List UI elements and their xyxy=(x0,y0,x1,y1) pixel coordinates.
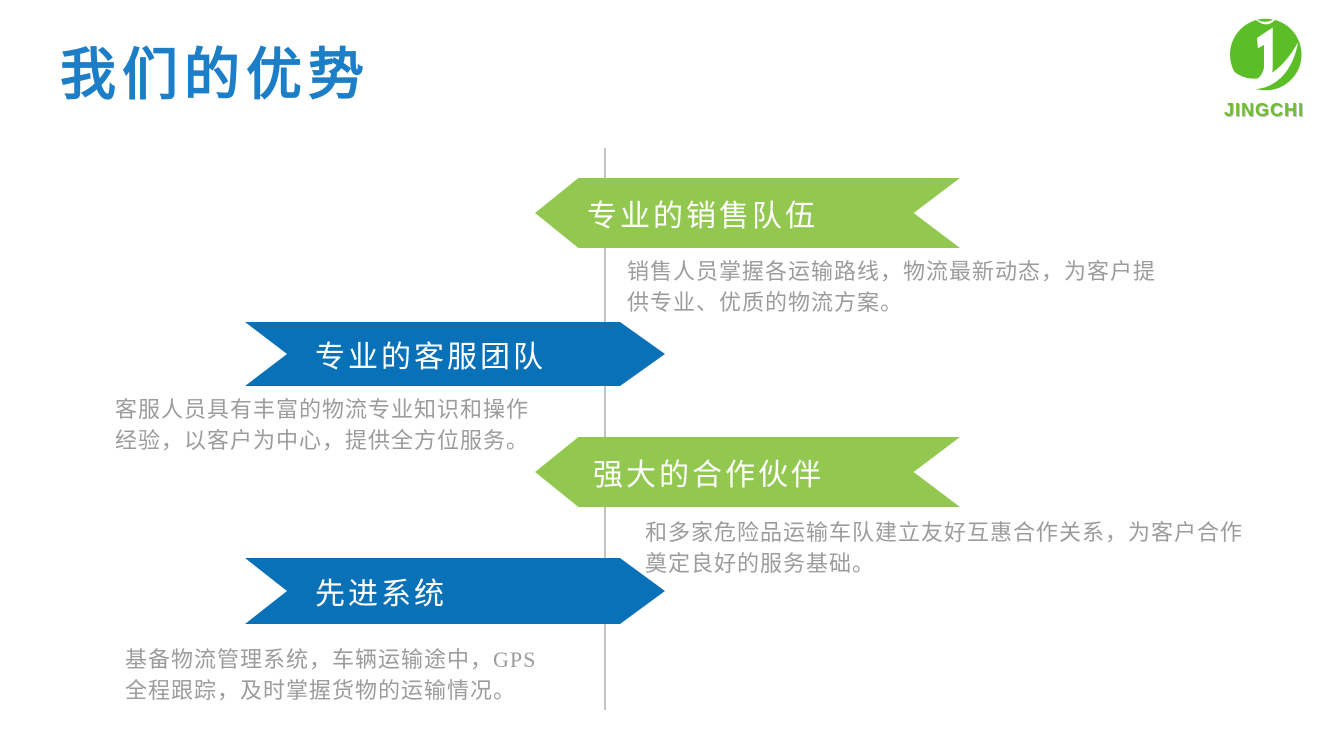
page-title: 我们的优势 xyxy=(60,45,370,107)
desc-line: 奠定良好的服务基础。 xyxy=(645,551,876,576)
desc-sales-team: 销售人员掌握各运输路线，物流最新动态，为客户提 供专业、优质的物流方案。 xyxy=(627,256,1156,318)
company-logo: JINGCHI xyxy=(1206,14,1322,121)
logo-mark-icon xyxy=(1223,16,1302,91)
banner-advanced-system-label: 先进系统 xyxy=(315,578,447,611)
desc-line: 全程跟踪，及时掌握货物的运输情况。 xyxy=(125,678,517,703)
desc-line: 和多家危险品运输车队建立友好互惠合作关系，为客户合作 xyxy=(645,520,1244,545)
desc-line: 经验，以客户为中心，提供全方位服务。 xyxy=(115,428,530,453)
banner-service-team: 专业的客服团队 xyxy=(245,322,665,386)
desc-advanced-system: 基备物流管理系统，车辆运输途中，GPS 全程跟踪，及时掌握货物的运输情况。 xyxy=(125,644,536,706)
banner-sales-team: 专业的销售队伍 xyxy=(535,178,960,248)
vertical-divider xyxy=(604,148,606,710)
banner-sales-team-label: 专业的销售队伍 xyxy=(587,200,818,233)
desc-line: 客服人员具有丰富的物流专业知识和操作 xyxy=(115,397,530,422)
desc-line: 供专业、优质的物流方案。 xyxy=(627,290,904,315)
desc-line: 基备物流管理系统，车辆运输途中，GPS xyxy=(125,647,537,672)
desc-service-team: 客服人员具有丰富的物流专业知识和操作 经验，以客户为中心，提供全方位服务。 xyxy=(115,394,529,456)
desc-partners: 和多家危险品运输车队建立友好互惠合作关系，为客户合作 奠定良好的服务基础。 xyxy=(645,517,1243,579)
logo-brand-text: JINGCHI xyxy=(1223,100,1304,120)
banner-partners: 强大的合作伙伴 xyxy=(535,437,960,507)
desc-line: 销售人员掌握各运输路线，物流最新动态，为客户提 xyxy=(627,259,1157,284)
banner-partners-label: 强大的合作伙伴 xyxy=(593,459,824,492)
banner-advanced-system: 先进系统 xyxy=(245,558,665,624)
banner-service-team-label: 专业的客服团队 xyxy=(315,341,546,374)
